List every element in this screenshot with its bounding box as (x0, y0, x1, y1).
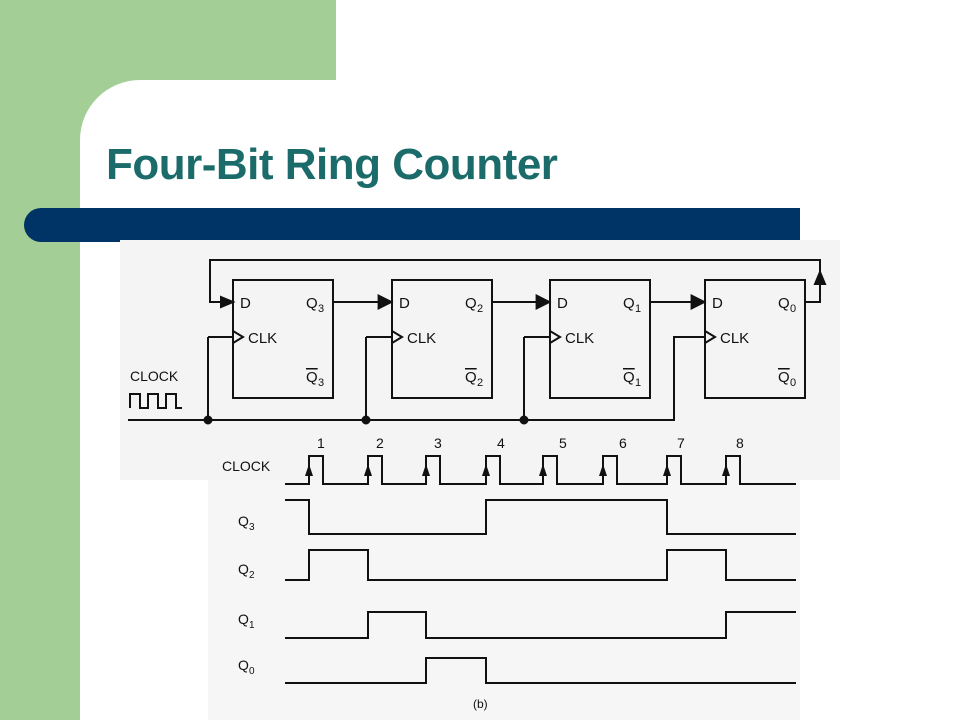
ff0-q-label: Q (778, 295, 790, 312)
ff3-qbar-label: Q (306, 369, 318, 386)
ff2-q-sub: 2 (477, 303, 483, 315)
q1-signal-trace (285, 611, 796, 639)
ff2-d-label: D (399, 295, 410, 312)
q1-label: Q (238, 611, 249, 627)
circuit-labels: D CLK Q 3 Q 3 D CLK Q 2 Q 2 D CLK Q 1 Q … (130, 295, 796, 389)
q3-label-sub: 3 (249, 522, 255, 533)
edge-arrow-2 (364, 464, 372, 476)
ff0-qbar-label: Q (778, 369, 790, 386)
pulse-number-8: 8 (736, 435, 744, 451)
q3-signal-trace (285, 499, 796, 535)
scan-background-bottom (208, 480, 800, 720)
slide-title: Four-Bit Ring Counter (106, 140, 558, 189)
junction-dot-1 (203, 415, 213, 425)
ff1-q-label: Q (623, 295, 635, 312)
junction-dot-2 (361, 415, 371, 425)
ff0-qbar-sub: 0 (790, 377, 796, 389)
circuit-clock-label: CLOCK (130, 368, 179, 384)
ff3-qbar-sub: 3 (318, 377, 324, 389)
ff3-q-label: Q (306, 295, 318, 312)
edge-arrow-3 (422, 464, 430, 476)
feedback-arrow-in (220, 295, 236, 309)
ff1-qbar-label: Q (623, 369, 635, 386)
q0-label-sub: 0 (249, 666, 255, 677)
clock-signal-trace (285, 455, 796, 485)
ff1-qbar-sub: 1 (635, 377, 641, 389)
ff1-clk-label: CLK (565, 330, 594, 347)
title-underline-bar (24, 208, 800, 242)
timing-diagram (285, 455, 796, 684)
clock-waveform-icon (129, 393, 182, 409)
ff2-q-label: Q (465, 295, 477, 312)
feedback-arrow-up (813, 269, 827, 285)
q2-label: Q (238, 561, 249, 577)
left-accent-band (0, 0, 80, 720)
q2-signal-trace (285, 549, 796, 581)
clk-triangle-2 (391, 330, 404, 344)
circuit-diagram (128, 259, 827, 425)
figure-caption: (b) (473, 697, 488, 711)
timing-labels: CLOCK 1 2 3 4 5 6 7 8 Q 3 Q 2 Q 1 Q 0 (b… (222, 435, 744, 711)
edge-arrow-4 (482, 464, 490, 476)
ff2-clk-label: CLK (407, 330, 436, 347)
ff2-qbar-label: Q (465, 369, 477, 386)
flipflop-0-box (704, 279, 806, 399)
pulse-number-4: 4 (497, 435, 505, 451)
flipflop-1-box (549, 279, 651, 399)
q0-label: Q (238, 657, 249, 673)
ff0-clk-label: CLK (720, 330, 749, 347)
ff3-q-sub: 3 (318, 303, 324, 315)
ff2-qbar-sub: 2 (477, 377, 483, 389)
pulse-number-7: 7 (677, 435, 685, 451)
edge-arrow-8 (722, 464, 730, 476)
clk-triangle-3 (232, 330, 245, 344)
flipflop-2-box (391, 279, 493, 399)
q0-signal-trace (285, 657, 796, 684)
pulse-number-6: 6 (619, 435, 627, 451)
ff0-q-sub: 0 (790, 303, 796, 315)
q3-label: Q (238, 513, 249, 529)
corner-curve (80, 80, 200, 200)
clock-edge-arrows (305, 464, 730, 476)
junction-dot-3 (519, 415, 529, 425)
pulse-number-2: 2 (376, 435, 384, 451)
pulse-number-5: 5 (559, 435, 567, 451)
pulse-number-1: 1 (317, 435, 325, 451)
clk-triangle-1 (549, 330, 562, 344)
feedback-wire (209, 259, 821, 303)
ff0-d-label: D (712, 295, 723, 312)
ring-counter-figure: D CLK Q 3 Q 3 D CLK Q 2 Q 2 D CLK Q 1 Q … (128, 259, 827, 711)
clk-triangle-0 (704, 330, 717, 344)
ff3-clk-label: CLK (248, 330, 277, 347)
q1-label-sub: 1 (249, 620, 255, 631)
ff1-d-label: D (557, 295, 568, 312)
ff3-d-label: D (240, 295, 251, 312)
edge-arrow-5 (539, 464, 547, 476)
edge-arrow-7 (663, 464, 671, 476)
clock-bus (128, 336, 705, 421)
flipflop-3-box (232, 279, 334, 399)
pulse-number-3: 3 (434, 435, 442, 451)
timing-clock-label: CLOCK (222, 458, 271, 474)
ff1-q-sub: 1 (635, 303, 641, 315)
top-accent-band (80, 0, 336, 80)
q2-label-sub: 2 (249, 570, 255, 581)
edge-arrow-6 (599, 464, 607, 476)
edge-arrow-1 (305, 464, 313, 476)
